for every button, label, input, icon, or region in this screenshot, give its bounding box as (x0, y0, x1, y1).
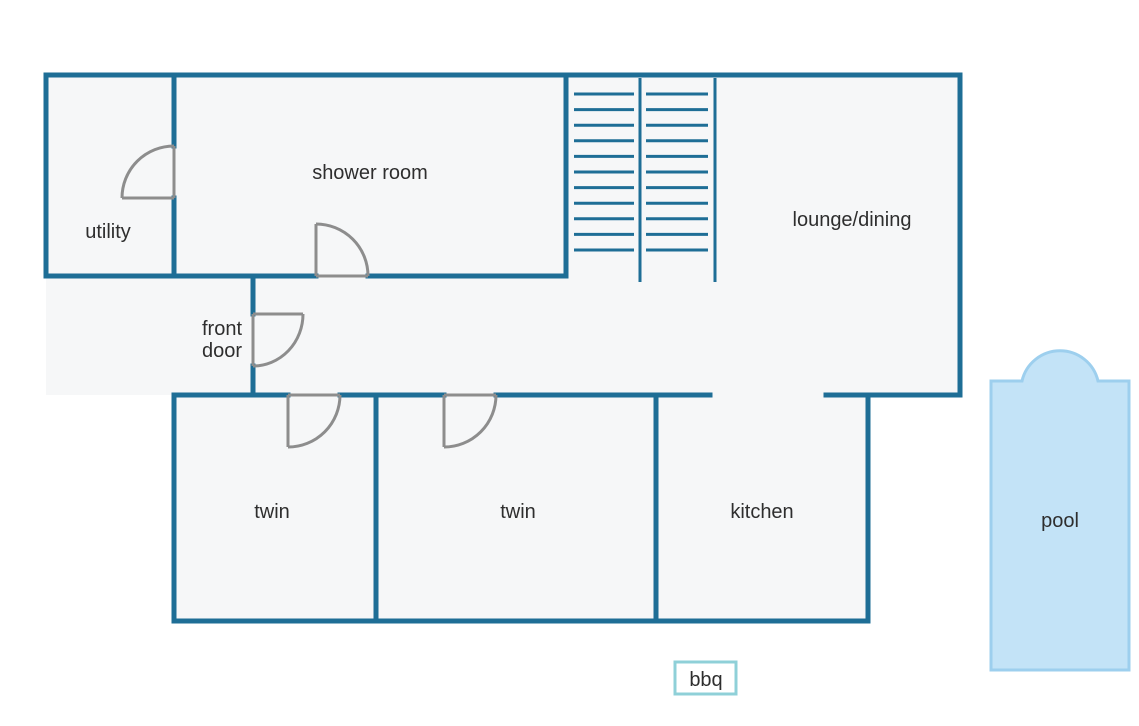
label-utility: utility (85, 221, 131, 243)
label-pool: pool (1041, 510, 1079, 532)
pool (989, 349, 1131, 672)
label-kitchen: kitchen (730, 501, 793, 523)
door-twin-right (442, 393, 498, 449)
stair-treads (574, 92, 708, 252)
bbq-box (673, 660, 738, 696)
lower-floor-area (174, 395, 868, 621)
doors (120, 144, 498, 449)
door-front (251, 312, 305, 368)
floor-fill (46, 75, 960, 621)
inner-walls (171, 72, 713, 624)
room-labels: utility shower room lounge/dining front … (85, 162, 1079, 691)
label-twin-left: twin (254, 501, 290, 523)
label-shower-room: shower room (312, 162, 428, 184)
upper-floor-area (46, 75, 960, 395)
label-twin-right: twin (500, 501, 536, 523)
label-lounge-dining: lounge/dining (793, 209, 912, 231)
label-bbq: bbq (689, 669, 722, 691)
door-twin-left (286, 393, 342, 449)
label-front-door-line1: front (202, 318, 242, 340)
door-shower (314, 222, 370, 278)
pool-outline (989, 349, 1131, 672)
outer-walls (43, 72, 963, 624)
door-utility (120, 144, 176, 200)
label-front-door-line2: door (202, 340, 242, 362)
staircase (574, 78, 717, 282)
